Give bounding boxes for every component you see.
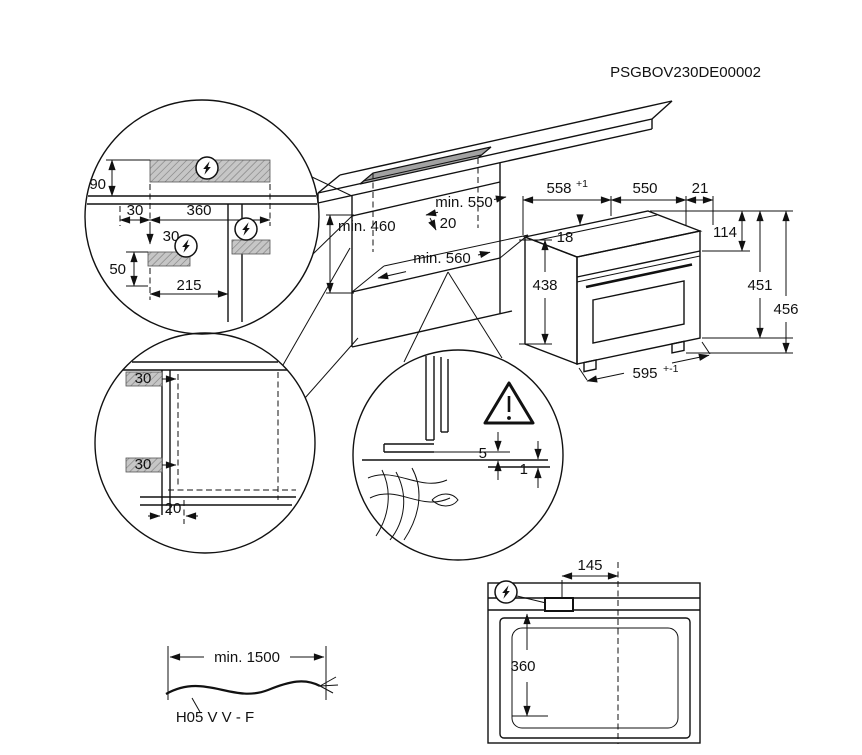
electrical-connection-icon bbox=[174, 234, 198, 258]
dim-451: 451 bbox=[747, 277, 772, 294]
detail-bubble-circle bbox=[352, 349, 564, 561]
dim-30-top: 30 bbox=[135, 370, 152, 387]
cable-curve bbox=[165, 680, 321, 695]
dim-20-setback: 20 bbox=[440, 215, 457, 232]
dim-90: 90 bbox=[89, 176, 106, 193]
connection-box bbox=[544, 597, 574, 612]
dim-1: 1 bbox=[520, 461, 528, 478]
dim-18: 18 bbox=[557, 229, 574, 246]
electrical-connection-icon bbox=[494, 580, 518, 604]
dim-min-460: min. 460 bbox=[338, 218, 396, 235]
dim-215: 215 bbox=[176, 277, 201, 294]
warning-icon bbox=[483, 381, 535, 425]
cabinet-perspective: min. 460 min. 550 20 min. 560 bbox=[282, 100, 673, 399]
wood-grain bbox=[367, 467, 459, 541]
oven-foot bbox=[583, 359, 597, 373]
dim-438: 438 bbox=[532, 277, 557, 294]
dim-20: 20 bbox=[165, 500, 182, 517]
cable-type-label: H05 V V - F bbox=[176, 709, 254, 726]
connection-front-view: 145 360 bbox=[487, 557, 701, 744]
dim-558: 558 bbox=[546, 180, 571, 197]
dim-145: 145 bbox=[577, 557, 602, 574]
dim-5: 5 bbox=[479, 445, 487, 462]
dim-50: 50 bbox=[109, 261, 126, 278]
detail-bubble-circle bbox=[84, 99, 320, 335]
top-connection-detail: 90 30 360 30 50 215 bbox=[84, 99, 353, 335]
dim-360: 360 bbox=[186, 202, 211, 219]
dim-550: 550 bbox=[632, 180, 657, 197]
dim-min-550: min. 550 bbox=[435, 194, 493, 211]
detail-bubble-circle bbox=[94, 332, 316, 554]
oven-door-handle bbox=[585, 263, 693, 289]
oven-3d: 558 +1 550 21 18 114 451 456 438 595 +-1 bbox=[519, 178, 799, 383]
dim-360: 360 bbox=[510, 658, 535, 675]
oven-door-window bbox=[592, 280, 685, 344]
oven-front-face bbox=[576, 230, 701, 365]
dim-21: 21 bbox=[692, 180, 709, 197]
oven-left-face bbox=[524, 235, 578, 366]
dim-30-b: 30 bbox=[163, 228, 180, 245]
niche-outline bbox=[487, 582, 701, 744]
dim-558-tolerance: +1 bbox=[576, 178, 588, 190]
oven-foot bbox=[671, 340, 685, 354]
oven-control-panel-line bbox=[576, 250, 701, 278]
oven-door-outline bbox=[511, 627, 679, 729]
dim-min-560: min. 560 bbox=[413, 250, 471, 267]
oven-front-outline bbox=[499, 617, 691, 739]
connection-box-zone-side-right bbox=[231, 239, 271, 255]
dim-595: 595 bbox=[632, 365, 657, 382]
electrical-connection-icon bbox=[195, 156, 219, 180]
dim-114: 114 bbox=[713, 224, 737, 241]
dim-30-bottom: 30 bbox=[135, 456, 152, 473]
power-cable: min. 1500 H05 V V - F bbox=[165, 646, 339, 726]
dim-min-1500: min. 1500 bbox=[214, 649, 280, 666]
part-number: PSGBOV230DE00002 bbox=[610, 64, 761, 81]
niche-front-detail: 30 30 20 bbox=[94, 332, 316, 554]
gap-detail: 5 1 bbox=[352, 349, 564, 561]
dim-456: 456 bbox=[773, 301, 798, 318]
dim-30-a: 30 bbox=[127, 202, 144, 219]
electrical-connection-icon bbox=[234, 217, 258, 241]
dim-595-tolerance: +-1 bbox=[663, 363, 679, 375]
